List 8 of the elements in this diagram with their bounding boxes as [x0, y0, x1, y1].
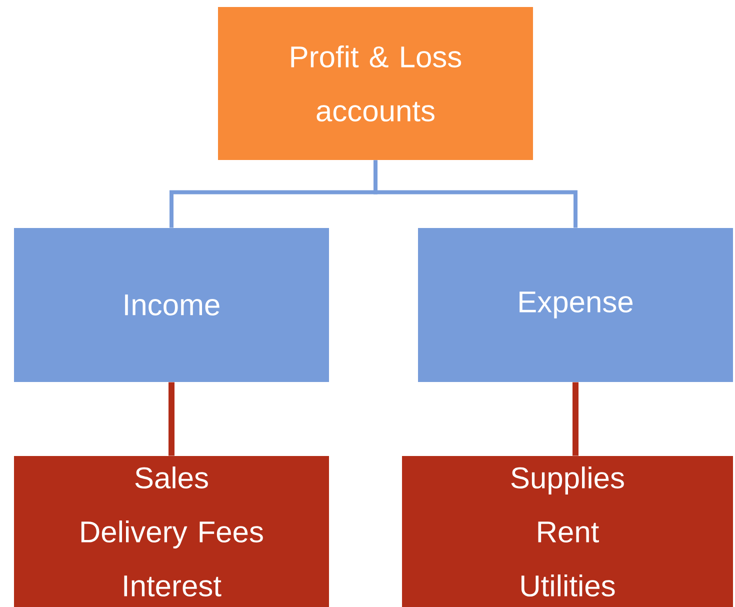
- category-box: Sales Delivery Fees Interest: [14, 456, 329, 607]
- connector-line: [168, 382, 174, 456]
- category-box: Supplies Rent Utilities: [402, 456, 733, 607]
- category-box: Profit & Loss accounts: [218, 7, 533, 160]
- connector-line: [374, 160, 578, 228]
- connector-line: [572, 382, 578, 456]
- category-box: Income: [14, 228, 329, 382]
- category-box: Expense: [418, 228, 733, 382]
